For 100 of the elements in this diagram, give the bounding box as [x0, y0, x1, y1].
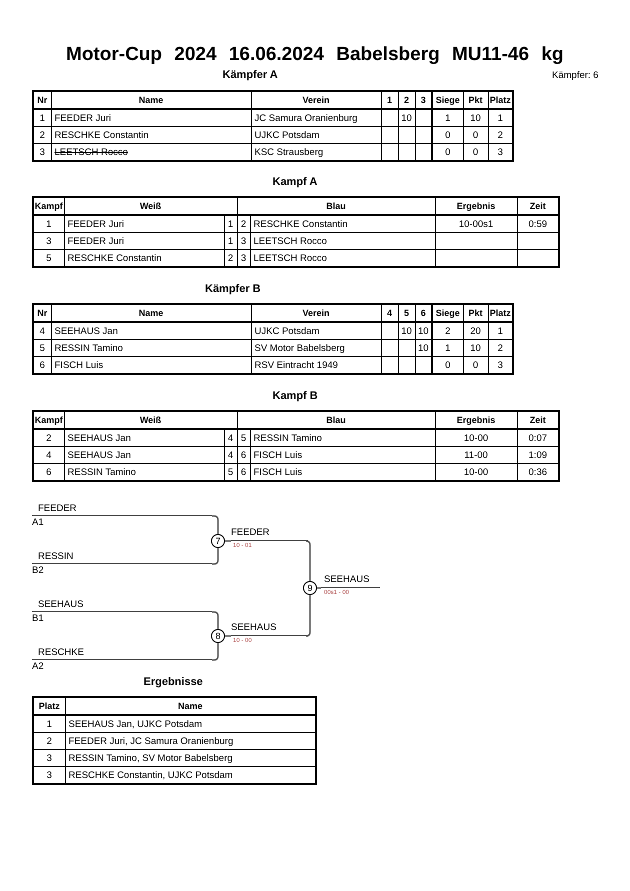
column-header: Verein: [251, 304, 381, 322]
match-circle: 7: [211, 534, 225, 548]
bracket-line: [212, 515, 219, 534]
bracket-name: SEEHAUS: [231, 621, 308, 636]
section-heading: Kämpfer B: [205, 283, 261, 295]
seed-label: B2: [32, 565, 44, 576]
column-header: Ergebnis: [435, 411, 518, 429]
table-cell: 3: [33, 750, 65, 766]
match-circle: 8: [211, 629, 225, 643]
table-cell: 0: [432, 144, 463, 161]
bracket-name: SEEHAUS: [32, 598, 212, 612]
seed-label: A2: [32, 661, 44, 672]
table-cell: SEEHAUS Jan: [51, 322, 251, 340]
table-cell: 1: [432, 109, 463, 126]
column-header: Verein: [251, 91, 381, 109]
section-heading: Kampf B: [272, 390, 318, 402]
table-cell: SEEHAUS Jan: [64, 446, 224, 464]
column-header: 1: [381, 91, 398, 109]
table-cell: RESSIN Tamino: [51, 340, 251, 356]
bracket-name: FEEDER: [32, 502, 212, 516]
column-header: Weiß: [64, 411, 237, 429]
table-cell: 0: [463, 126, 488, 144]
table-cell: 1: [33, 109, 51, 126]
bracket-line: [305, 540, 311, 581]
section-heading: Ergebnisse: [144, 676, 203, 688]
table-cell: SV Motor Babelsberg: [251, 340, 381, 356]
table-cell: LEETSCH Rocco: [250, 232, 436, 250]
column-header: 2: [398, 91, 415, 109]
bracket-name: FEEDER: [231, 526, 308, 541]
column-header: Kampf: [33, 411, 64, 429]
table-cell: 10: [463, 109, 488, 126]
table-cell: 1: [224, 215, 237, 232]
column-header: Blau: [237, 411, 436, 429]
table-cell: 0: [432, 126, 463, 144]
table-cell: 3: [237, 232, 250, 250]
table-cell: 4: [33, 446, 64, 464]
table-cell: UJKC Potsdam: [251, 126, 381, 144]
column-header: Nr: [33, 91, 51, 109]
table-cell: 4: [224, 429, 237, 446]
bracket-line: [212, 548, 219, 565]
table-cell: 10: [463, 340, 488, 356]
page-title: Motor-Cup 2024 16.06.2024 Babelsberg MU11-46 kg: [66, 44, 564, 66]
column-header: Ergebnis: [435, 197, 518, 215]
table-cell: 20: [463, 322, 488, 340]
column-header: Siege: [432, 304, 463, 322]
table-cell: 5: [33, 340, 51, 356]
table-cell: 5: [237, 429, 250, 446]
column-header: Nr: [33, 304, 51, 322]
column-header: 4: [381, 304, 398, 322]
column-header: Weiß: [64, 197, 237, 215]
table-cell: RESCHKE Constantin: [51, 126, 251, 144]
table-cell: 1: [33, 715, 65, 732]
column-header: Pkt: [463, 304, 488, 322]
table-cell: 2: [33, 126, 51, 144]
table-cell: 4: [33, 322, 51, 340]
column-header: Pkt: [463, 91, 488, 109]
column-header: Platz: [33, 697, 65, 715]
bracket-name: RESSIN: [32, 550, 212, 564]
column-header: 5: [398, 304, 415, 322]
table-cell: SEEHAUS Jan: [64, 429, 224, 446]
table-cell: 1: [33, 215, 64, 232]
table-cell: 10: [398, 109, 415, 126]
table-cell: FEEDER Juri: [64, 232, 224, 250]
table-cell: FISCH Luis: [250, 446, 436, 464]
bracket-line: [212, 611, 219, 629]
seed-label: B1: [32, 613, 44, 624]
bracket-line: [212, 643, 219, 661]
bracket-name: RESCHKE: [32, 646, 212, 660]
bracket-line: [317, 587, 321, 589]
bracket-line: [305, 595, 311, 637]
table-cell: 3: [33, 232, 64, 250]
table-cell: 6: [237, 446, 250, 464]
table-cell: RESCHKE Constantin: [250, 215, 436, 232]
seed-label: A1: [32, 517, 44, 528]
table-cell: UJKC Potsdam: [251, 322, 381, 340]
table-cell: RESSIN Tamino: [250, 429, 436, 446]
table-cell: 2: [33, 429, 64, 446]
table-cell: 1: [224, 232, 237, 250]
column-header: Name: [51, 91, 251, 109]
table-cell: 2: [33, 732, 65, 750]
table-cell: 4: [224, 446, 237, 464]
bracket-line: [225, 540, 231, 542]
table-cell: 11-00: [435, 446, 518, 464]
bracket-line: [225, 635, 231, 637]
table-cell: FEEDER Juri: [51, 109, 251, 126]
table-cell: 2: [237, 215, 250, 232]
table-cell: 10-00: [435, 429, 518, 446]
section-heading: Kämpfer A: [222, 69, 278, 81]
table-cell: 0: [432, 356, 463, 374]
table-cell: JC Samura Oranienburg: [251, 109, 381, 126]
table-cell: 10-00s1: [435, 215, 518, 232]
column-header: Blau: [237, 197, 436, 215]
section-heading: Kampf A: [272, 176, 318, 188]
column-header: Name: [51, 304, 251, 322]
table-cell: FEEDER Juri: [64, 215, 224, 232]
table-cell: 10: [398, 322, 415, 340]
column-header: Kampf: [33, 197, 64, 215]
match-circle: 9: [303, 581, 317, 595]
table-cell: 2: [432, 322, 463, 340]
table-cell: 1: [432, 340, 463, 356]
